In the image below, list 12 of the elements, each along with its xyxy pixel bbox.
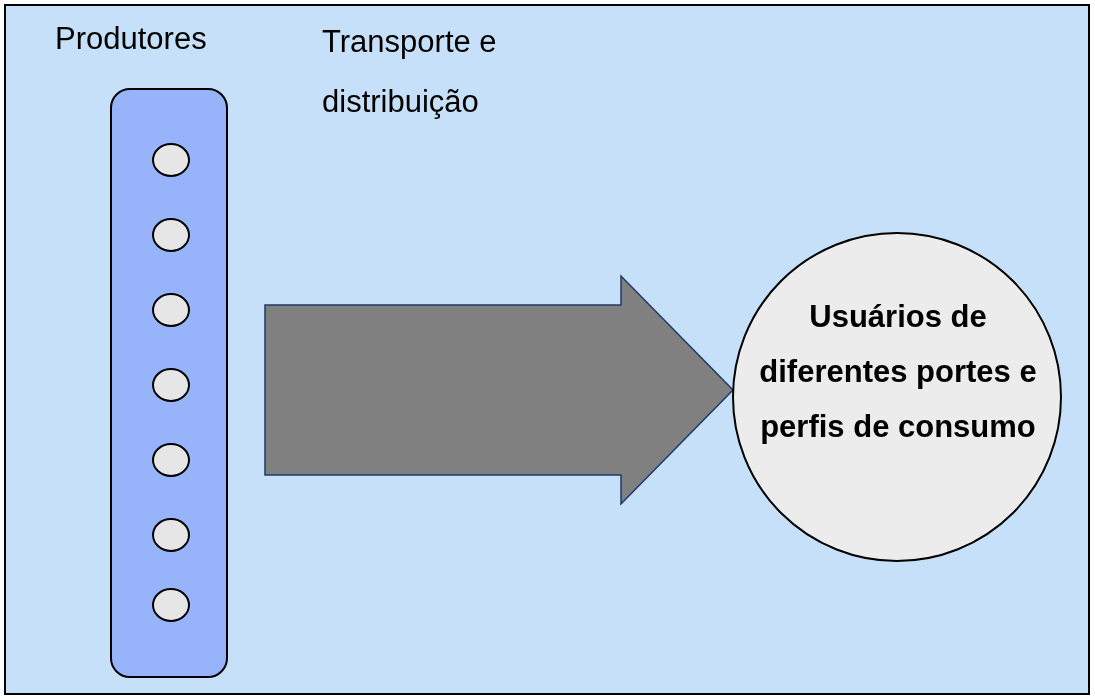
flow-label: Transporte e distribuição [322,23,498,121]
producer-circle [152,588,190,622]
column-heading: Produtores [55,20,207,57]
producer-circle [152,518,190,552]
producer-circle [152,143,190,177]
producer-circle [152,293,190,327]
producer-circle [152,218,190,252]
producer-circle [152,443,190,477]
producers-bar [110,88,228,678]
producer-circle [152,368,190,402]
node-label: Usuários de diferentes portes e perfis de consumo [758,298,1038,446]
block-arrow [264,274,735,506]
